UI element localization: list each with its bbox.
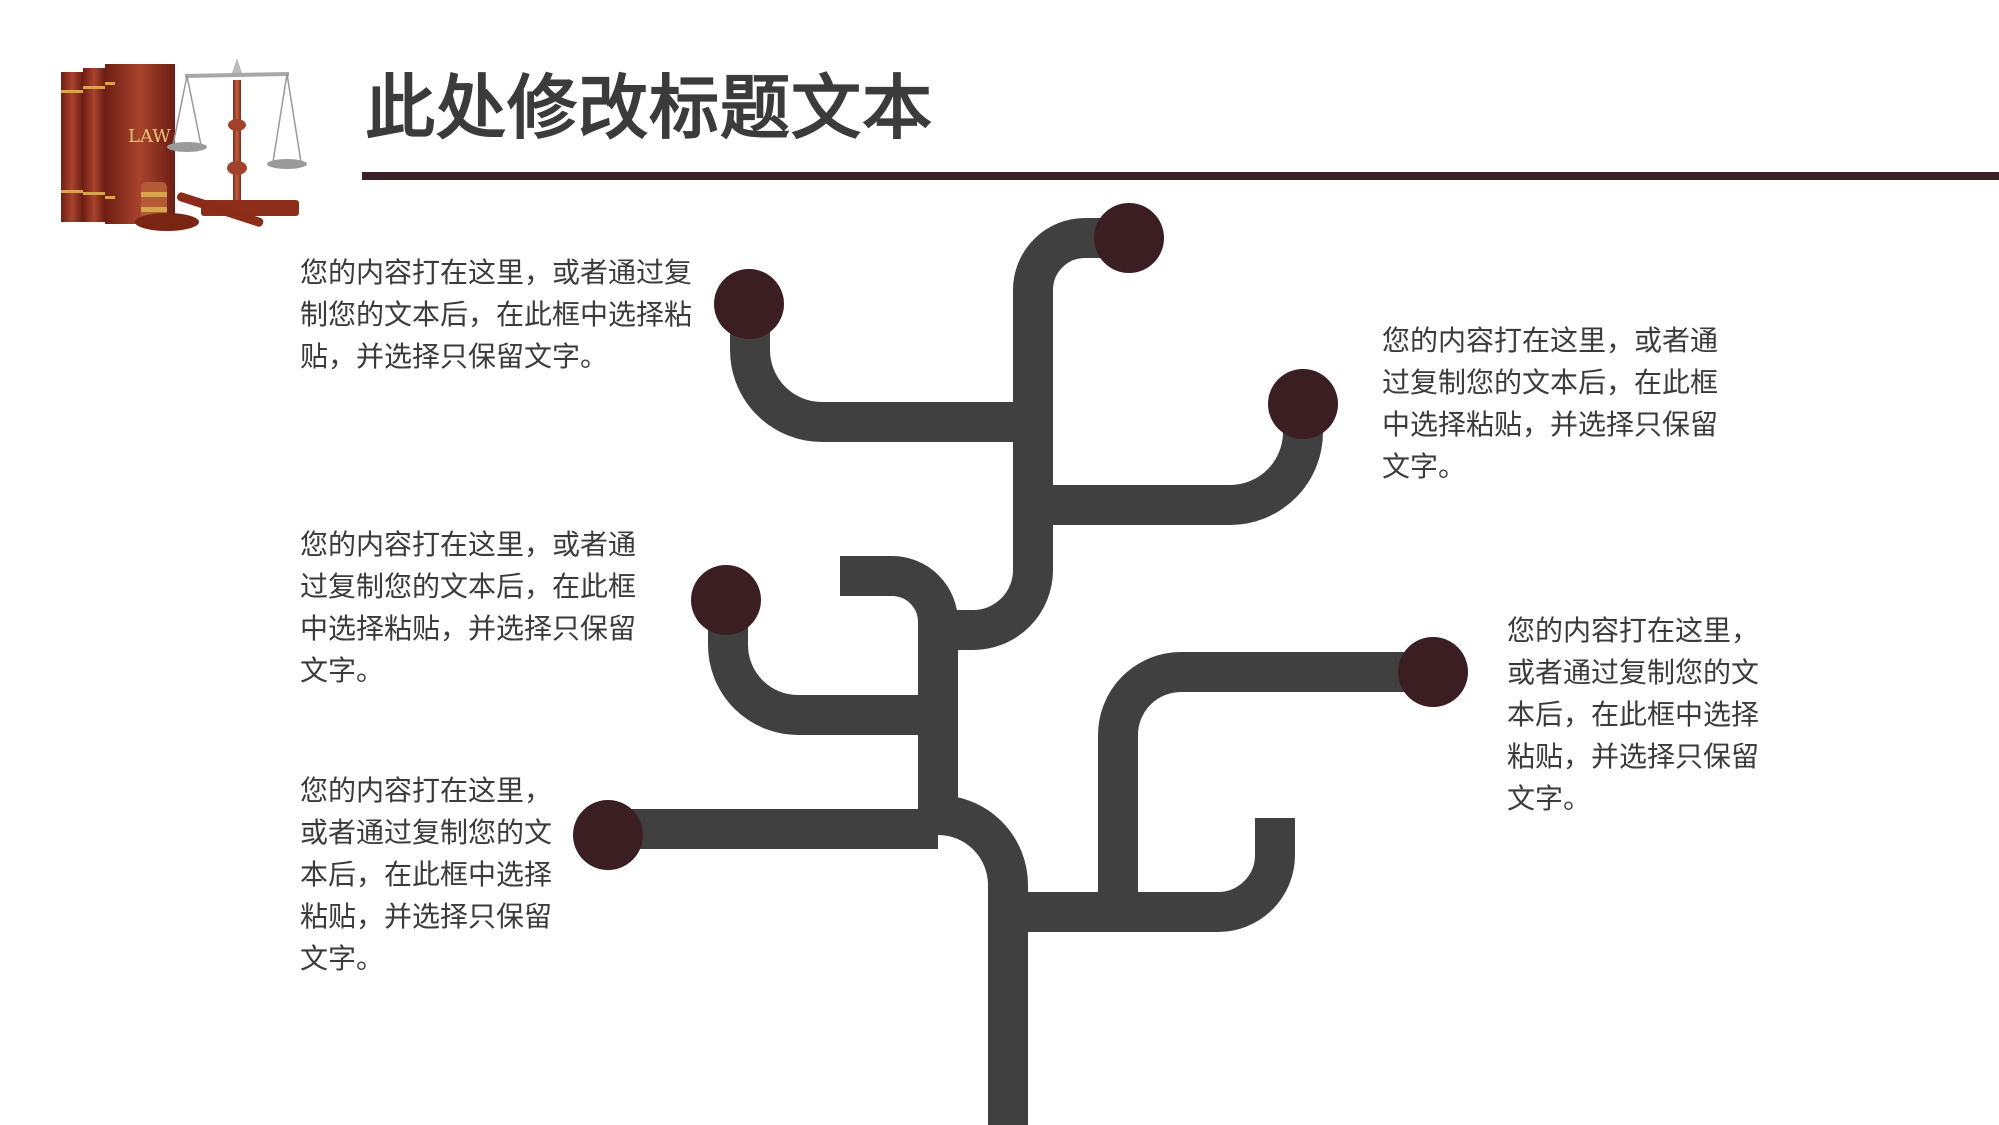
text-block-lower-left: 您的内容打在这里，或者通过复制您的文本后，在此框中选择粘贴，并选择只保留文字。: [300, 774, 553, 975]
text-block-upper-right: 您的内容打在这里，或者通过复制您的文本后，在此框中选择粘贴，并选择只保留文字。: [1382, 324, 1719, 483]
node-lower-right: [1398, 637, 1468, 707]
node-upper-left: [714, 269, 784, 339]
trunk-connector: [938, 420, 1053, 650]
text-block-upper-left: 您的内容打在这里，或者通过复制您的文本后，在此框中选择粘贴，并选择只保留文字。: [300, 256, 693, 373]
branch-upper-right: [1033, 405, 1323, 525]
trunk-middle: [840, 556, 1028, 1125]
node-lower-left: [573, 800, 643, 870]
title-divider: [362, 172, 1999, 180]
node-upper-right: [1268, 369, 1338, 439]
node-top: [1094, 203, 1164, 273]
text-block-middle-left: 您的内容打在这里，或者通过复制您的文本后，在此框中选择粘贴，并选择只保留文字。: [300, 528, 637, 687]
trunk-upper: [1013, 218, 1130, 440]
text-block-lower-right: 您的内容打在这里，或者通过复制您的文本后，在此框中选择粘贴，并选择只保留文字。: [1507, 614, 1760, 815]
branch-lower-right-base: [1008, 818, 1295, 932]
page-title: 此处修改标题文本: [365, 67, 933, 149]
branch-lower-right-upper: [1098, 652, 1420, 912]
branch-middle-left: [708, 605, 938, 735]
node-middle-left: [691, 565, 761, 635]
law-logo-text: LAW: [128, 126, 171, 147]
law-books-scales-image: LAW: [61, 58, 307, 231]
branch-upper-left: [730, 305, 1033, 442]
